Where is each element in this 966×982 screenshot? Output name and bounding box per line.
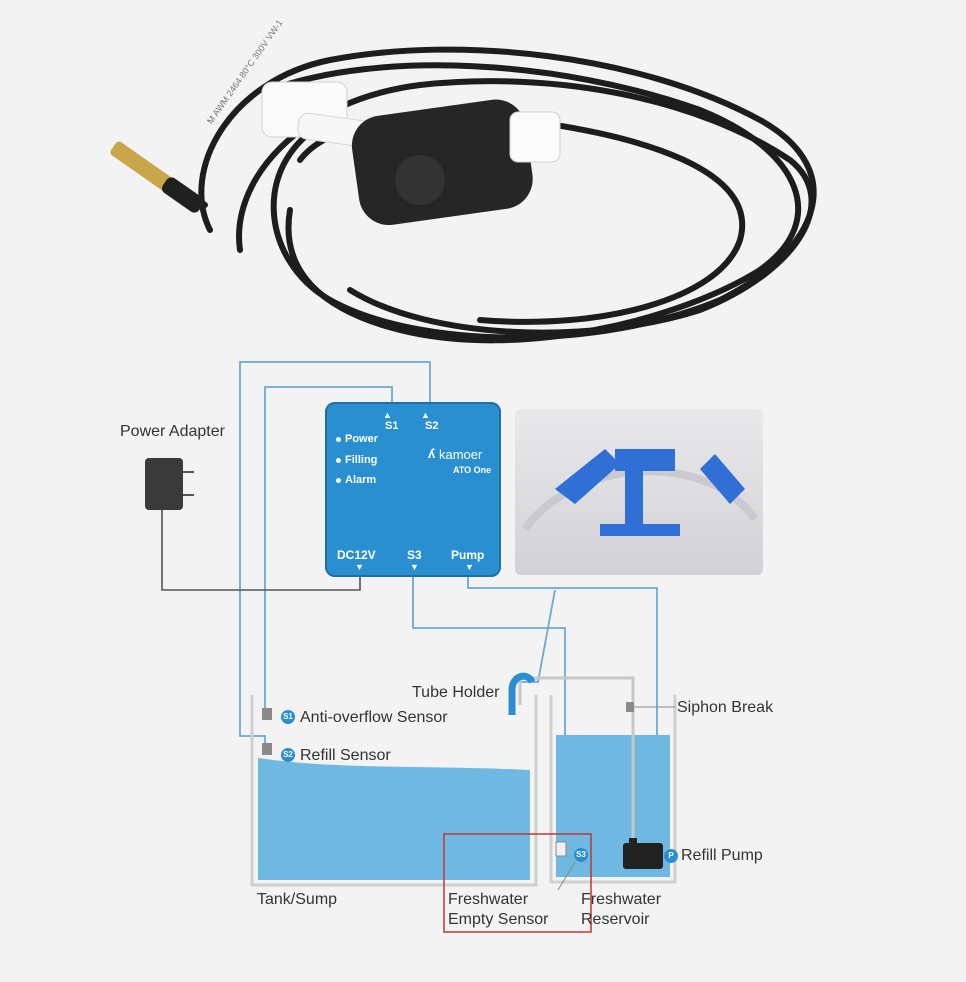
s2-badge: S2: [281, 748, 295, 762]
power-cable: [161, 510, 361, 591]
tube-holder-icon: [508, 672, 536, 715]
highlight-box: [443, 833, 592, 933]
power-led: [336, 437, 341, 442]
ato-controller: ▲ ▲ S1 S2 Power Filling Alarm ʎ kamoer A…: [325, 402, 501, 577]
sensor-icons: [262, 702, 675, 857]
siphon-break-label: Siphon Break: [677, 699, 774, 716]
power-adapter-label: Power Adapter: [120, 423, 225, 440]
port-pump: Pump: [451, 548, 485, 562]
freshwater-empty-sensor-label-2: Empty Sensor: [448, 911, 549, 928]
model-name: ATO One: [453, 465, 492, 475]
audio-jack-plug: [110, 141, 204, 213]
indicator-filling: Filling: [345, 454, 378, 466]
indicator-alarm: Alarm: [345, 474, 377, 486]
pump-badge: P: [664, 849, 678, 863]
port-dc12v: DC12V: [337, 548, 376, 562]
wiring: [239, 361, 658, 845]
freshwater-reservoir-label-2: Reservoir: [581, 911, 650, 928]
refill-tube: [518, 676, 635, 840]
refill-pump-icon: [623, 838, 663, 869]
tube-holder-photo: [515, 409, 763, 575]
port-s3: S3: [407, 548, 422, 562]
tube-holder-label: Tube Holder: [412, 684, 500, 701]
s3-badge: S3: [574, 848, 588, 862]
tank-sump: [250, 695, 538, 887]
refill-pump-label: Refill Pump: [681, 847, 763, 864]
indicator-power: Power: [345, 433, 379, 445]
freshwater-reservoir-label-1: Freshwater: [581, 891, 662, 908]
port-s2: S2: [425, 420, 439, 432]
s1-badge: S1: [281, 710, 295, 724]
freshwater-empty-sensor-label-1: Freshwater: [448, 891, 529, 908]
kamoer-logo-icon: ʎ: [428, 446, 436, 461]
brand-name: kamoer: [439, 447, 483, 462]
refill-sensor-label: Refill Sensor: [300, 747, 391, 764]
anti-overflow-sensor-label: Anti-overflow Sensor: [300, 709, 448, 726]
power-adapter-icon: [145, 458, 194, 510]
tank-sump-label: Tank/Sump: [257, 891, 338, 908]
s3-leader: [557, 861, 576, 891]
filling-led: [336, 458, 341, 463]
port-s1: S1: [385, 420, 399, 432]
float-switch: [261, 81, 561, 226]
alarm-led: [336, 478, 341, 483]
